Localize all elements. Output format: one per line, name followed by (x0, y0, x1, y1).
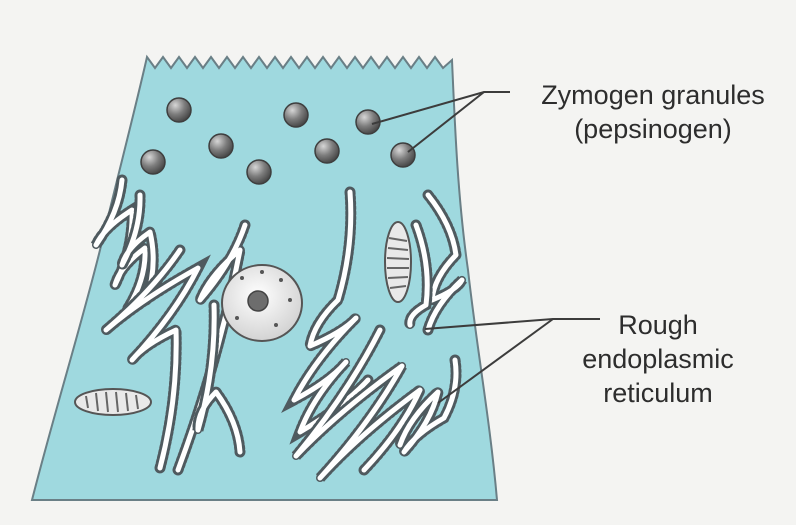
reticulum-lumen (407, 222, 430, 328)
zymogen-leader-lines (371, 91, 510, 153)
zymogen-granule (208, 133, 234, 159)
zymogen-granule (246, 159, 272, 185)
zymogen-granule (140, 149, 166, 175)
mitochondrion-lower (74, 388, 152, 416)
zymogen-granule (390, 142, 416, 168)
reticulum-lumen (291, 189, 371, 435)
reticulum-lumen (195, 302, 243, 455)
reticulum-lumen (103, 247, 201, 471)
reticulum-lumen (397, 357, 459, 455)
zymogen-label-line1: Zymogen granules (541, 80, 765, 110)
reticulum-lumen (293, 327, 423, 481)
rer-leader-lines (424, 318, 600, 404)
rer-label-line2: endoplasmic (582, 344, 734, 374)
zymogen-granules (140, 97, 416, 185)
zymogen-granule (314, 138, 340, 164)
mitochondrion-upper (384, 221, 412, 303)
nucleus (221, 264, 303, 342)
zymogen-granule (166, 97, 192, 123)
rer-label-line3: reticulum (603, 378, 713, 408)
rough-endoplasmic-reticulum (90, 174, 467, 482)
nucleolus (247, 290, 269, 312)
zymogen-granule (283, 102, 309, 128)
zymogen-granules-label: Zymogen granules (pepsinogen) (514, 78, 792, 146)
zymogen-label-line2: (pepsinogen) (574, 114, 732, 144)
reticulum-lumen (119, 192, 156, 303)
rough-er-label: Rough endoplasmic reticulum (560, 308, 756, 410)
rer-label-line1: Rough (618, 310, 698, 340)
